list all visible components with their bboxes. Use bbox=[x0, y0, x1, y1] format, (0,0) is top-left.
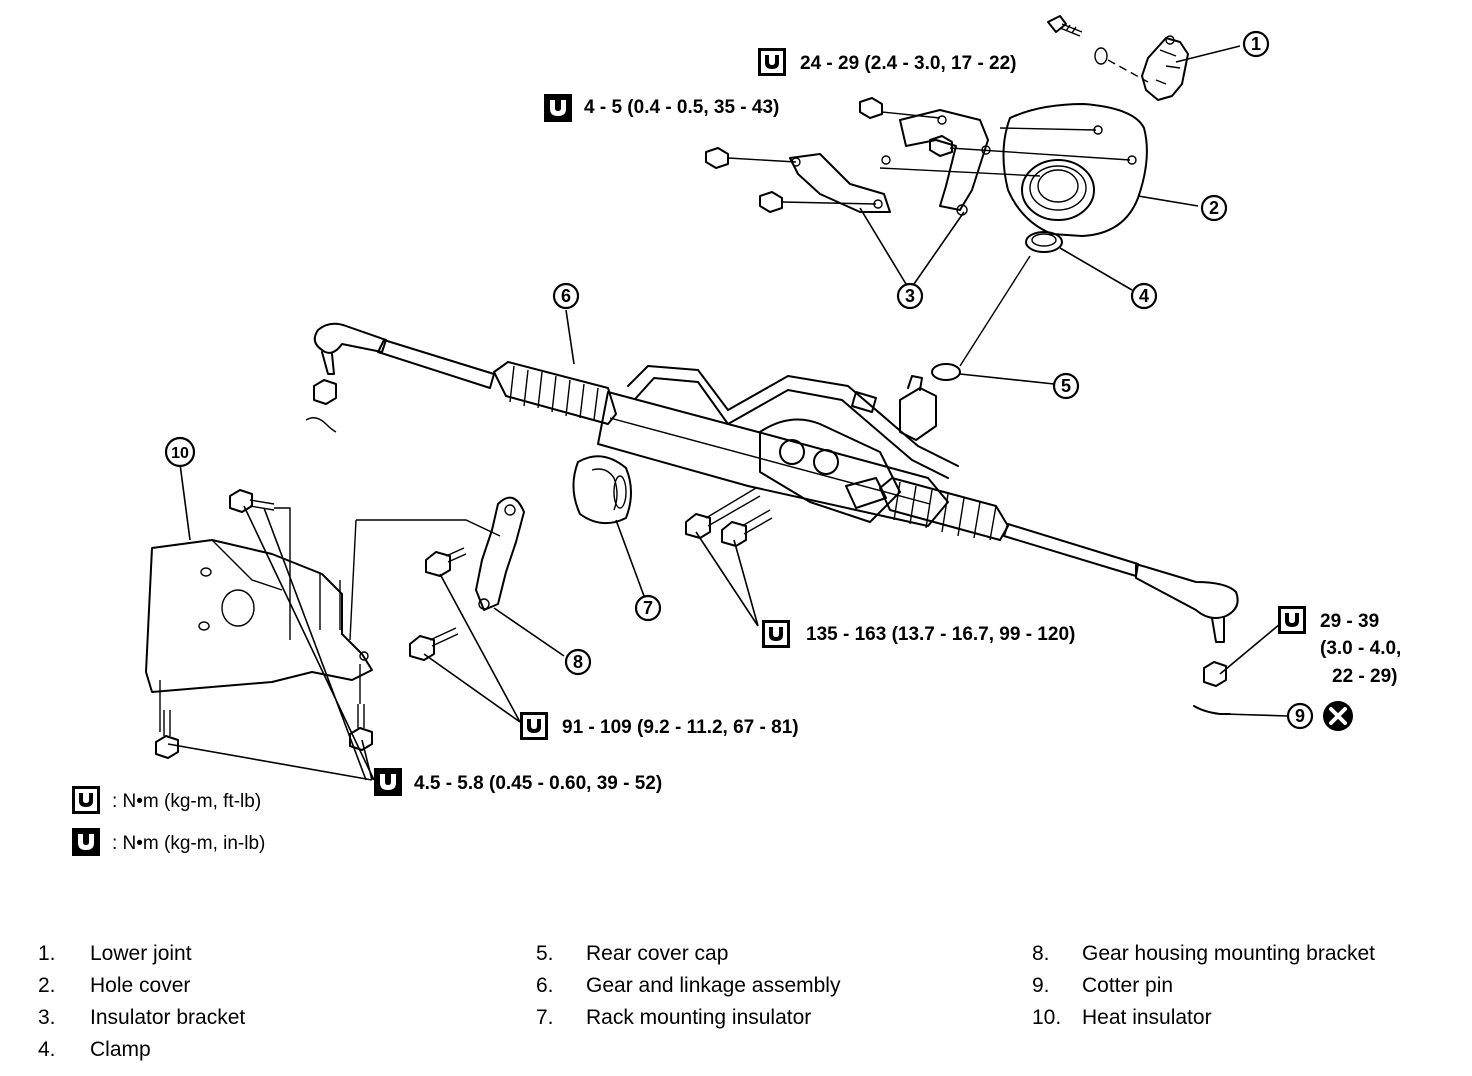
legend-ftlb: : N•m (kg-m, ft-lb) bbox=[72, 786, 261, 814]
svg-text:4.5 - 5.8 (0.45 - 0.60, 39 - 5: 4.5 - 5.8 (0.45 - 0.60, 39 - 52) bbox=[414, 773, 662, 794]
svg-text:10: 10 bbox=[171, 445, 189, 462]
callout-6: 6 bbox=[552, 282, 580, 310]
callout-5: 5 bbox=[1052, 372, 1080, 400]
callout-7: 7 bbox=[634, 594, 662, 622]
svg-text:9: 9 bbox=[1295, 706, 1305, 726]
rear-cover-cap-part bbox=[931, 363, 961, 381]
insulator-bracket-part bbox=[789, 109, 991, 216]
svg-text:6: 6 bbox=[561, 286, 571, 306]
svg-text:22 - 29): 22 - 29) bbox=[1332, 666, 1397, 687]
gear-and-linkage-assembly bbox=[313, 322, 1239, 643]
lower-joint-part bbox=[1141, 35, 1189, 101]
torque-spec-2: 4 - 5 (0.4 - 0.5, 35 - 43) bbox=[544, 94, 779, 122]
clamp-part bbox=[1025, 231, 1063, 253]
torque-spec-6: 4.5 - 5.8 (0.45 - 0.60, 39 - 52) bbox=[374, 768, 662, 796]
svg-text:: N•m (kg-m, ft-lb): : N•m (kg-m, ft-lb) bbox=[112, 791, 261, 812]
do-not-reuse-icon bbox=[1323, 701, 1353, 731]
gear-housing-mounting-bracket-part bbox=[475, 496, 525, 611]
torque-spec-4: 29 - 39 (3.0 - 4.0, 22 - 29) bbox=[1278, 606, 1401, 687]
svg-text:29 - 39: 29 - 39 bbox=[1320, 611, 1379, 632]
svg-text:8: 8 bbox=[573, 652, 583, 672]
left-castle-nut bbox=[313, 379, 337, 405]
callout-4: 4 bbox=[1130, 282, 1158, 310]
torque-spec-5: 91 - 109 (9.2 - 11.2, 67 - 81) bbox=[520, 712, 799, 740]
callout-1: 1 bbox=[1242, 30, 1270, 58]
bracket-bolts bbox=[409, 547, 467, 661]
svg-text:4 - 5 (0.4 - 0.5, 35 - 43): 4 - 5 (0.4 - 0.5, 35 - 43) bbox=[584, 97, 779, 118]
joint-bolt bbox=[1047, 15, 1083, 37]
torque-spec-3: 135 - 163 (13.7 - 16.7, 99 - 120) bbox=[762, 620, 1075, 648]
right-castle-nut bbox=[1203, 661, 1227, 687]
svg-text:91 - 109 (9.2 - 11.2, 67 - 81): 91 - 109 (9.2 - 11.2, 67 - 81) bbox=[562, 717, 799, 738]
svg-text:135 - 163 (13.7 - 16.7, 99 - 1: 135 - 163 (13.7 - 16.7, 99 - 120) bbox=[806, 624, 1075, 645]
svg-text:2: 2 bbox=[1209, 198, 1219, 218]
callout-8: 8 bbox=[564, 648, 592, 676]
svg-text:7: 7 bbox=[643, 598, 653, 618]
svg-text:3: 3 bbox=[905, 286, 915, 306]
hole-cover-part bbox=[1002, 103, 1148, 237]
callout-10: 10 bbox=[164, 436, 196, 468]
callout-9: 9 bbox=[1286, 702, 1314, 730]
callout-3: 3 bbox=[896, 282, 924, 310]
svg-text:(3.0 - 4.0,: (3.0 - 4.0, bbox=[1320, 638, 1401, 659]
joint-washer bbox=[1094, 47, 1108, 65]
callout-2: 2 bbox=[1200, 194, 1228, 222]
svg-text:5: 5 bbox=[1061, 376, 1071, 396]
heat-insulator-part bbox=[145, 539, 373, 693]
rack-mounting-bolts bbox=[685, 487, 773, 547]
bracket-nuts bbox=[705, 97, 953, 213]
svg-text:4: 4 bbox=[1139, 286, 1149, 306]
rack-mounting-insulator-part bbox=[572, 455, 632, 525]
torque-spec-1: 24 - 29 (2.4 - 3.0, 17 - 22) bbox=[758, 48, 1017, 76]
svg-text:1: 1 bbox=[1251, 34, 1261, 54]
svg-text:: N•m (kg-m, in-lb): : N•m (kg-m, in-lb) bbox=[112, 833, 265, 854]
svg-text:24 - 29 (2.4 - 3.0, 17 - 22): 24 - 29 (2.4 - 3.0, 17 - 22) bbox=[800, 53, 1017, 74]
legend-inlb: : N•m (kg-m, in-lb) bbox=[72, 828, 265, 856]
parts-list: 1. Lower joint 2. Hole cover 3. Insulato… bbox=[38, 942, 1376, 1061]
cotter-pin-part bbox=[1193, 705, 1231, 715]
heat-insulator-bolts bbox=[155, 489, 373, 759]
